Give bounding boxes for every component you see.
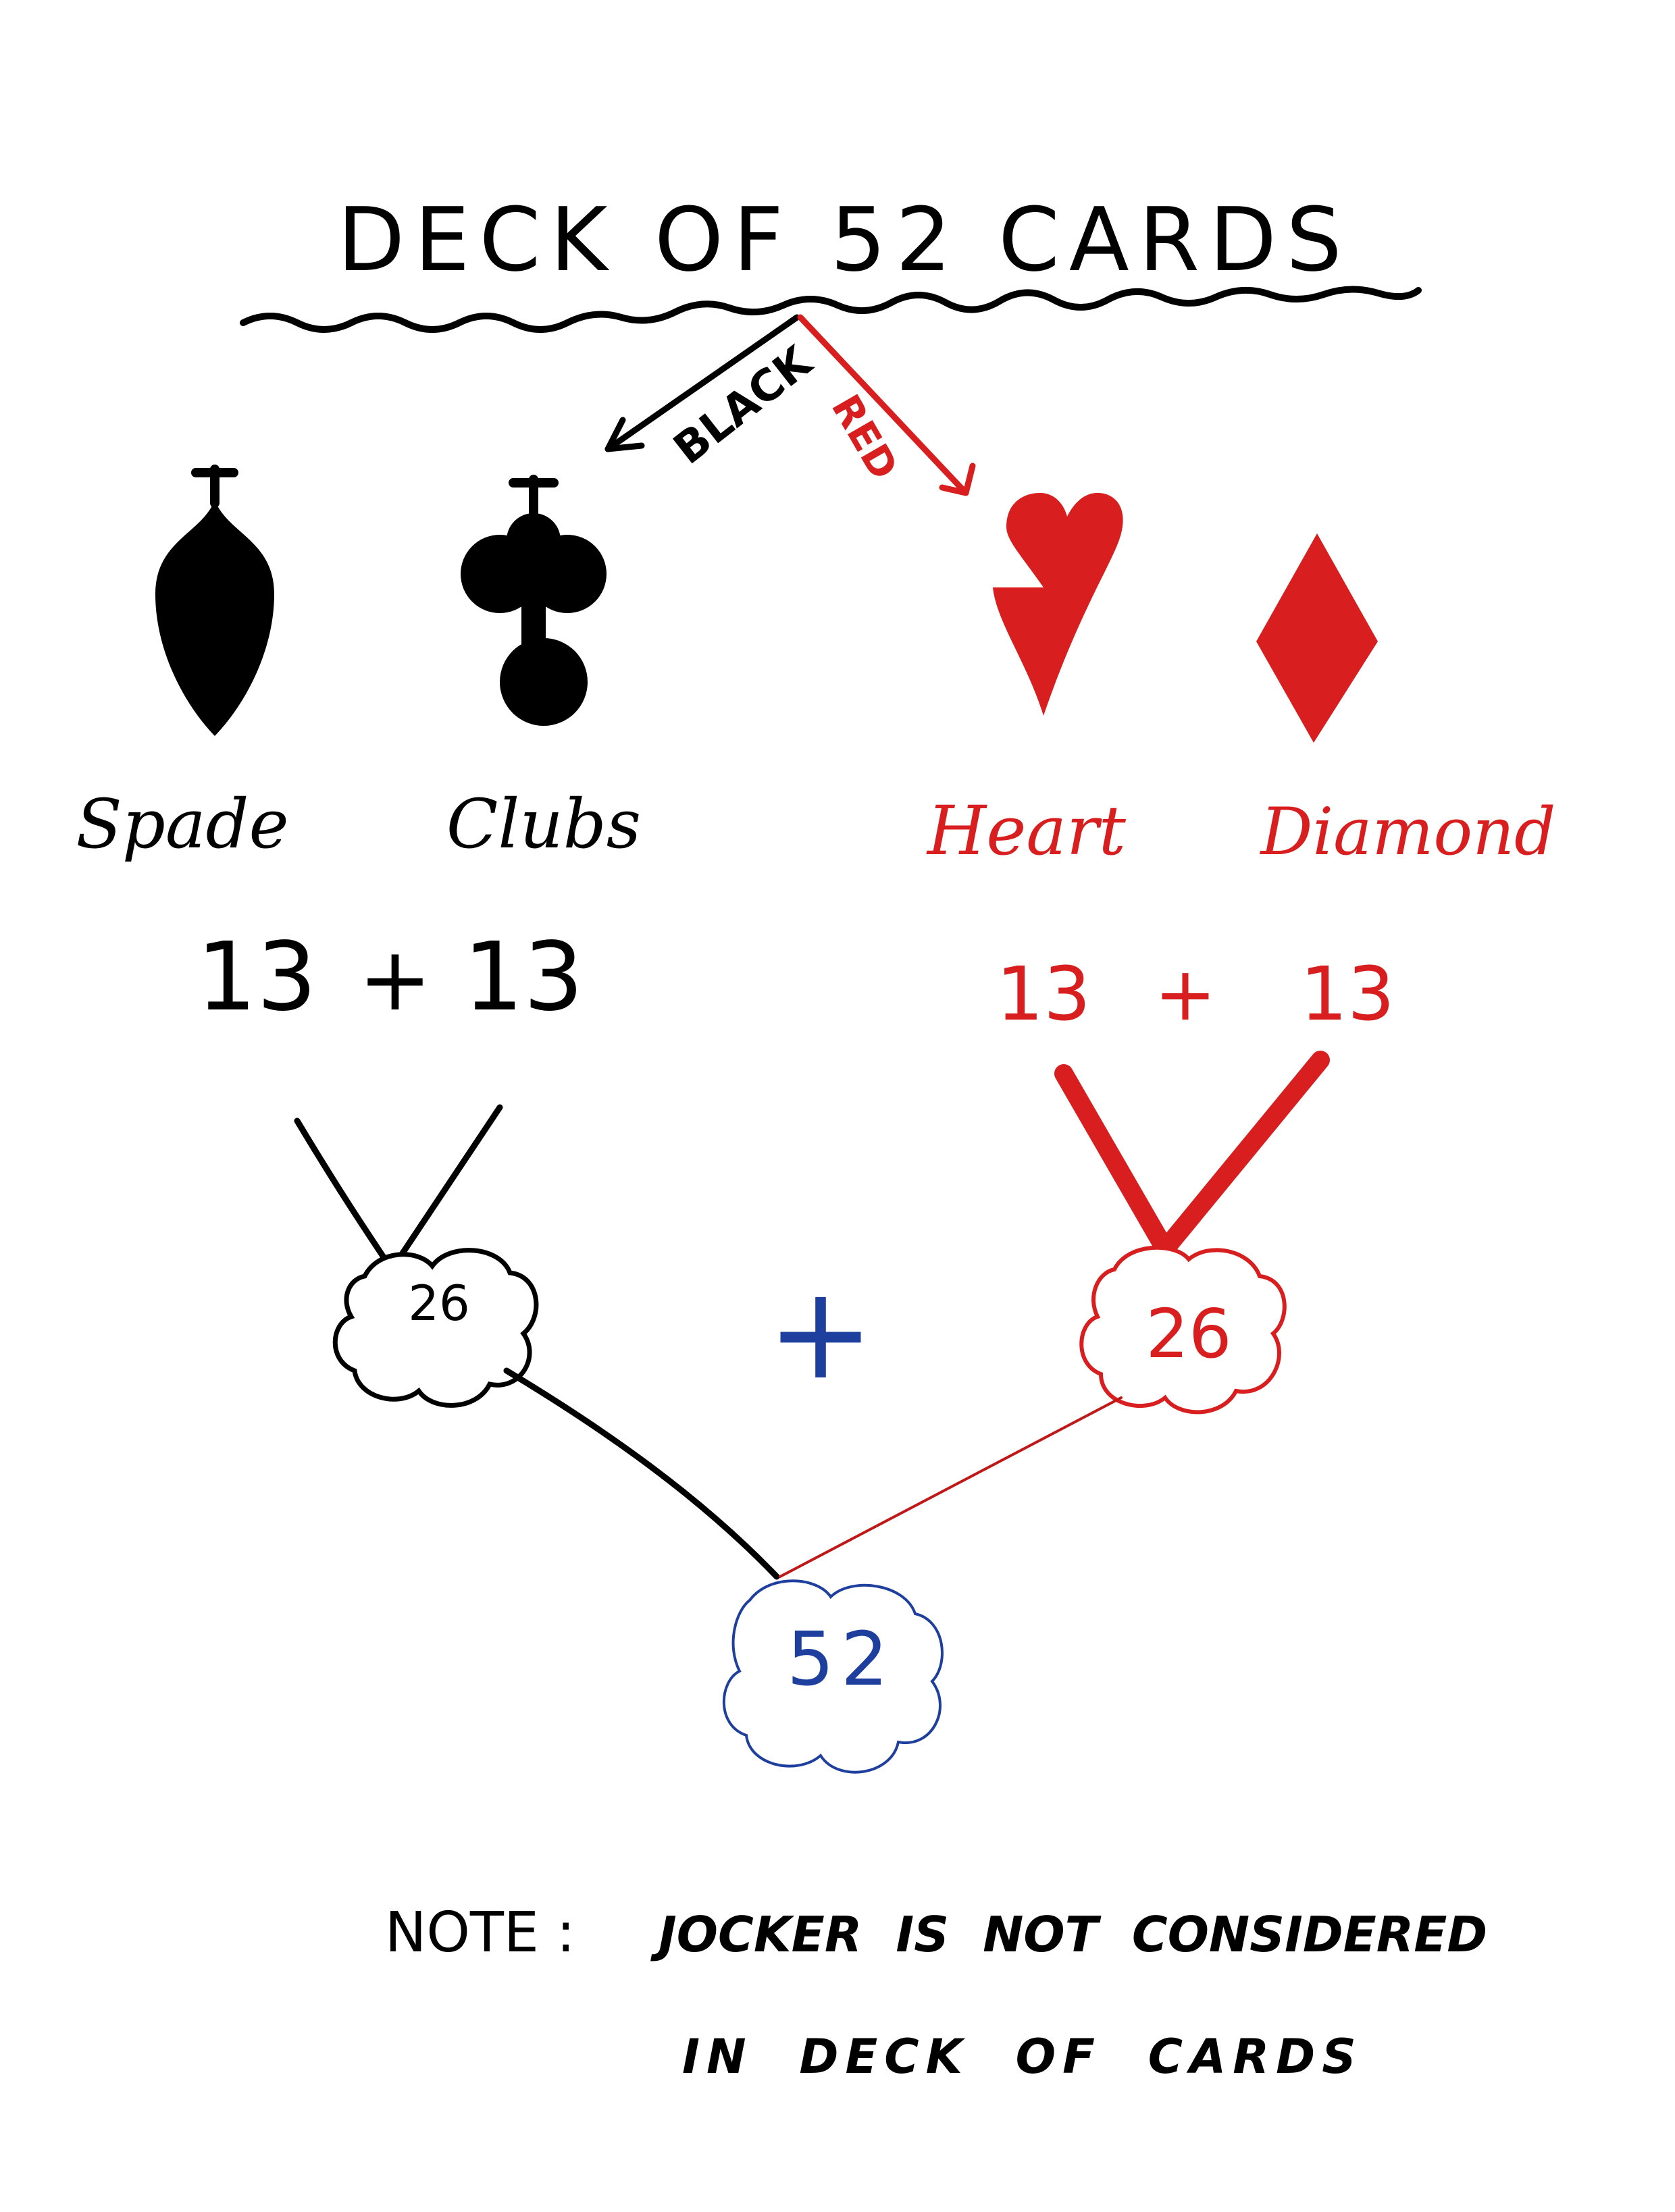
black-sum-right: 13 <box>463 922 584 1032</box>
red-to-total-line <box>779 1396 1123 1578</box>
red-branch-arrow <box>797 314 976 496</box>
red-branch-label: RED <box>823 387 907 488</box>
red-sum-right: 13 <box>1300 951 1395 1037</box>
suit-name-spade: Spade <box>76 785 288 864</box>
diagram-title: DECK OF 52 CARDS <box>337 188 1351 291</box>
combine-operator: + <box>767 1259 874 1408</box>
grand-total-cloud <box>722 1579 944 1774</box>
note-line-1: JOCKER IS NOT CONSIDERED <box>650 1906 1487 1963</box>
black-total-cloud <box>332 1248 539 1408</box>
suit-name-diamond: Diamond <box>1259 794 1555 870</box>
black-branch-arrow <box>604 314 800 452</box>
black-sum-left: 13 <box>197 922 317 1032</box>
suit-name-heart: Heart <box>926 791 1127 870</box>
heart-icon <box>993 493 1123 716</box>
black-sum-operator: + <box>359 928 432 1030</box>
black-total-value: 26 <box>408 1275 470 1332</box>
title-wavy-underline <box>240 286 1422 333</box>
club-icon <box>461 475 607 726</box>
red-sum-left: 13 <box>996 951 1091 1037</box>
suit-name-clubs: Clubs <box>446 785 641 864</box>
black-v-connector <box>294 1104 503 1273</box>
red-sum-operator: + <box>1154 951 1216 1037</box>
spade-icon <box>155 465 274 736</box>
diamond-icon <box>1256 533 1378 743</box>
red-v-connector <box>1054 1051 1330 1259</box>
red-total-value: 26 <box>1145 1294 1231 1373</box>
note-label: NOTE : <box>385 1901 575 1965</box>
red-total-cloud <box>1079 1245 1287 1415</box>
grand-total-value: 52 <box>787 1616 895 1702</box>
black-to-total-line <box>503 1367 780 1580</box>
note-line-2: IN DECK OF CARDS <box>682 2029 1363 2084</box>
